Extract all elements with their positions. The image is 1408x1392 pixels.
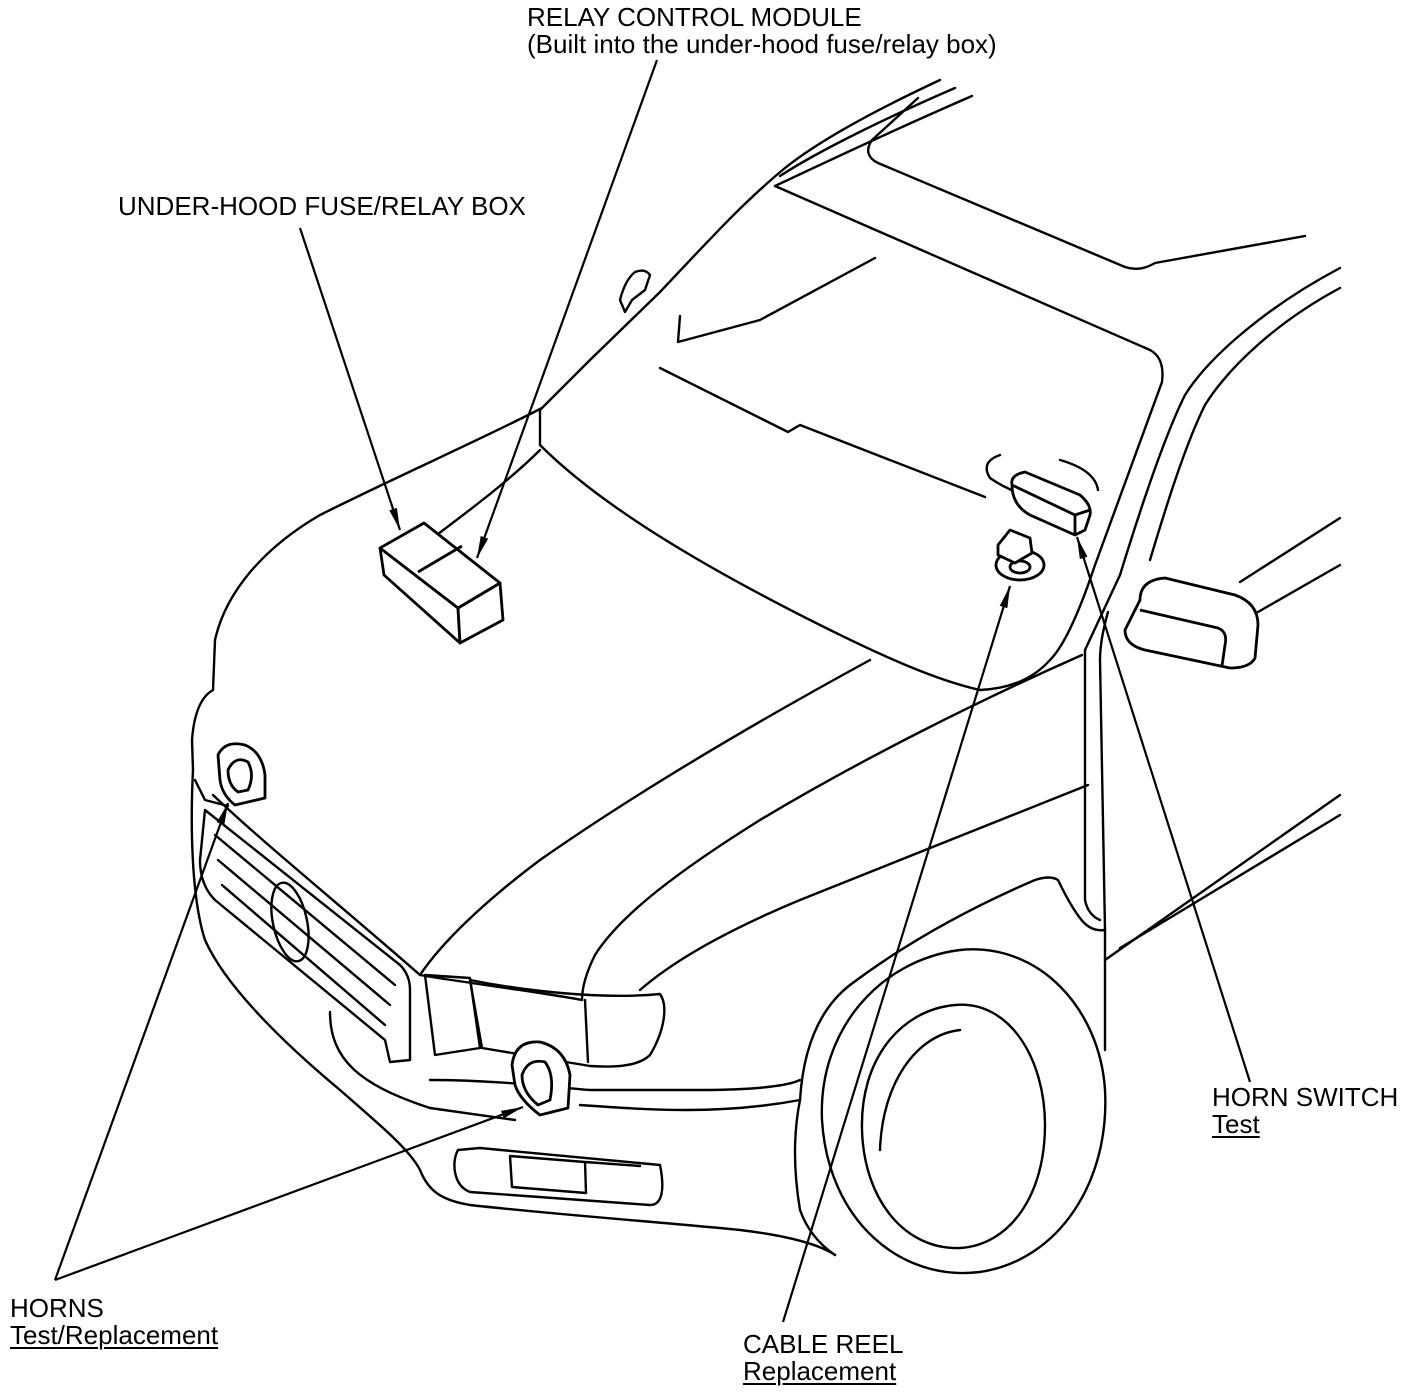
hood-center-crease xyxy=(418,658,872,977)
roof-left-edge-inner xyxy=(773,94,974,188)
leader-cable-reel xyxy=(781,585,1012,1323)
leader-horn-left xyxy=(53,802,230,1281)
hood-left-edge xyxy=(211,406,544,692)
horn-right xyxy=(510,1040,572,1117)
side-mirror xyxy=(1123,576,1260,670)
horn-switch-test-link[interactable]: Test xyxy=(1212,1109,1260,1139)
horn-switch xyxy=(1010,470,1092,537)
door-front-edge xyxy=(1098,610,1110,932)
rocker-line-lower xyxy=(1118,813,1342,950)
headlight xyxy=(468,978,666,1068)
grille-emblem xyxy=(270,881,310,963)
bumper-mid-line xyxy=(578,1098,802,1112)
headlight-divider xyxy=(583,998,590,1064)
door-lower-line xyxy=(1256,563,1342,614)
leader-under-hood-fuse-relay-box xyxy=(298,227,402,531)
front-pillar-line xyxy=(1083,648,1102,922)
relay-control-module-label: RELAY CONTROL MODULE xyxy=(527,2,862,32)
leader-lines xyxy=(53,59,1252,1323)
under-hood-fuse-relay-box-label: UNDER-HOOD FUSE/RELAY BOX xyxy=(118,191,526,221)
grille-slat xyxy=(216,858,392,1007)
fender-side-line xyxy=(638,783,1090,992)
relay-control-module-callout: RELAY CONTROL MODULE (Built into the und… xyxy=(527,4,997,58)
hood-left-crease xyxy=(428,448,542,542)
windshield-wiper-right xyxy=(658,366,987,499)
roof-right-edge-inner xyxy=(1148,286,1342,562)
horns-label: HORNS xyxy=(10,1293,104,1323)
front-bumper-outline xyxy=(190,768,837,1257)
under-hood-fuse-relay-box xyxy=(378,521,505,645)
horn-switch-callout: HORN SWITCH Test xyxy=(1212,1084,1398,1138)
horns-test-replacement-link[interactable]: Test/Replacement xyxy=(10,1320,219,1350)
lower-body-front xyxy=(793,1098,837,1257)
wheel-arch xyxy=(798,876,1107,1102)
leader-horn-switch xyxy=(1075,536,1252,1083)
horns-callout: HORNS Test/Replacement xyxy=(10,1295,218,1349)
sunroof-outline xyxy=(866,96,1307,270)
headlight-side xyxy=(423,973,482,1057)
horn-switch-label: HORN SWITCH xyxy=(1212,1082,1399,1112)
wheel-rim xyxy=(860,1003,1047,1250)
under-hood-fuse-relay-box-callout: UNDER-HOOD FUSE/RELAY BOX xyxy=(118,193,526,220)
door-upper-line xyxy=(1238,516,1342,584)
cable-reel xyxy=(994,528,1046,582)
far-side-mirror xyxy=(618,269,652,314)
leader-horn-right xyxy=(54,1105,524,1282)
fog-lamp xyxy=(508,1154,642,1195)
leader-relay-control-module xyxy=(475,59,659,559)
cowl-hood-rear-edge xyxy=(538,408,982,692)
wheel-rim-inner xyxy=(878,1028,962,1152)
fog-lamp-housing xyxy=(453,1146,664,1207)
hood-front-edge xyxy=(211,793,584,1002)
windshield-wiper-left xyxy=(676,256,877,344)
roof-left-edge xyxy=(538,78,942,412)
cable-reel-callout: CABLE REEL Replacement xyxy=(743,1331,903,1385)
windshield-outline xyxy=(773,184,1164,692)
bumper-inner-line xyxy=(328,1010,517,1122)
fender-crease xyxy=(580,653,1084,1002)
roof-left-edge-inner-2 xyxy=(778,86,957,178)
grille-slat xyxy=(220,883,387,1027)
relay-control-module-note: (Built into the under-hood fuse/relay bo… xyxy=(527,29,997,59)
roof-right-edge xyxy=(1083,266,1342,652)
tire-outline xyxy=(820,948,1107,1275)
cable-reel-label: CABLE REEL xyxy=(743,1329,904,1359)
cable-reel-replacement-link[interactable]: Replacement xyxy=(743,1356,897,1386)
hood-front-left-corner xyxy=(190,688,215,772)
horn-left xyxy=(216,742,267,807)
truck-body-outline xyxy=(190,78,1342,1275)
bumper-upper-line xyxy=(428,1078,802,1092)
